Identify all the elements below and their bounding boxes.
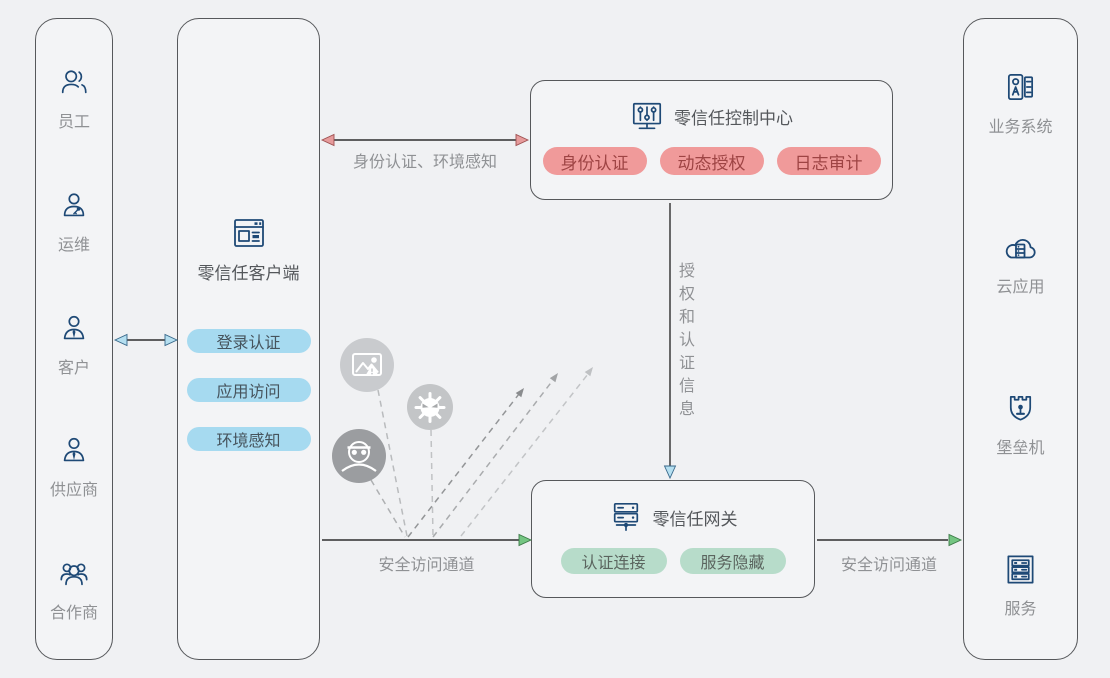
cloud-app-icon — [1006, 239, 1037, 259]
gateway-panel: 零信任网关 认证连接 服务隐藏 — [531, 480, 815, 598]
users-panel: 员工 运维 客户 供应商 — [35, 18, 113, 660]
user-item-supplier: 供应商 — [50, 435, 98, 500]
resources-panel: 业务系统 云应用 堡垒机 — [963, 18, 1078, 660]
control-center-panel: 零信任控制中心 身份认证 动态授权 日志审计 — [530, 80, 893, 200]
gateway-header: 零信任网关 — [532, 501, 814, 533]
resource-item-bastion-host: 堡垒机 — [996, 392, 1045, 458]
control-center-header: 零信任控制中心 — [531, 101, 892, 132]
gateway-resources-edge-label: 安全访问通道 — [840, 557, 937, 574]
resource-item-label: 服务 — [1004, 601, 1037, 618]
control-gateway-edge-label: 授权和认证信息 — [676, 262, 693, 423]
services-icon — [1007, 555, 1034, 584]
pill-identity-auth: 身份认证 — [542, 147, 647, 175]
pill-log-audit: 日志审计 — [776, 147, 881, 175]
client-control-arrow — [320, 133, 530, 147]
client-pill-list: 登录认证 应用访问 环境感知 — [178, 329, 319, 451]
bastion-host-icon — [1009, 395, 1032, 421]
user-item-customer: 客户 — [58, 313, 90, 378]
user-item-label: 客户 — [57, 359, 90, 377]
pill-auth-connection: 认证连接 — [560, 548, 667, 574]
pill-service-hiding: 服务隐藏 — [679, 548, 786, 574]
client-window-icon — [233, 219, 264, 247]
gateway-pill-list: 认证连接 服务隐藏 — [532, 548, 814, 574]
customer-icon — [63, 315, 85, 339]
client-control-edge-label: 身份认证、环境感知 — [352, 154, 497, 171]
ops-icon — [63, 193, 85, 217]
virus-threat-icon — [407, 384, 453, 430]
business-system-icon — [1007, 74, 1034, 101]
resource-item-services: 服务 — [1004, 553, 1037, 619]
client-panel-header: 零信任客户端 — [178, 217, 319, 284]
client-panel: 零信任客户端 登录认证 应用访问 环境感知 — [177, 18, 320, 660]
user-item-partner: 合作商 — [50, 558, 98, 623]
supplier-icon — [63, 438, 85, 462]
resource-item-business-system: 业务系统 — [988, 71, 1053, 137]
client-gateway-edge-label: 安全访问通道 — [378, 557, 475, 574]
control-center-title: 零信任控制中心 — [674, 109, 793, 128]
gateway-server-icon — [613, 502, 638, 532]
image-threat-icon — [340, 338, 394, 392]
resource-item-cloud-app: 云应用 — [996, 232, 1045, 297]
pill-login-auth: 登录认证 — [186, 329, 311, 353]
client-gateway-arrow — [322, 533, 533, 547]
employee-icon — [61, 70, 87, 94]
user-item-label: 运维 — [57, 236, 90, 254]
user-item-ops: 运维 — [58, 190, 90, 255]
gateway-resources-arrow — [817, 533, 963, 547]
resource-item-label: 堡垒机 — [996, 440, 1045, 457]
pill-app-access: 应用访问 — [186, 378, 311, 402]
control-center-icon — [632, 102, 662, 130]
resource-item-label: 云应用 — [996, 279, 1045, 296]
threat-deflection-arrowheads — [515, 367, 593, 398]
users-client-arrow — [113, 333, 179, 347]
user-item-label: 合作商 — [49, 605, 98, 622]
user-item-label: 员工 — [57, 114, 90, 131]
hacker-threat-icon — [332, 429, 386, 483]
client-panel-title: 零信任客户端 — [197, 264, 300, 283]
user-item-label: 供应商 — [49, 482, 98, 500]
gateway-title: 零信任网关 — [652, 509, 738, 529]
resource-item-label: 业务系统 — [988, 119, 1053, 136]
user-item-employee: 员工 — [58, 67, 90, 132]
control-pill-list: 身份认证 动态授权 日志审计 — [531, 147, 892, 175]
pill-dynamic-authz: 动态授权 — [659, 147, 764, 175]
pill-env-awareness: 环境感知 — [186, 427, 311, 451]
partner-icon — [60, 563, 88, 586]
